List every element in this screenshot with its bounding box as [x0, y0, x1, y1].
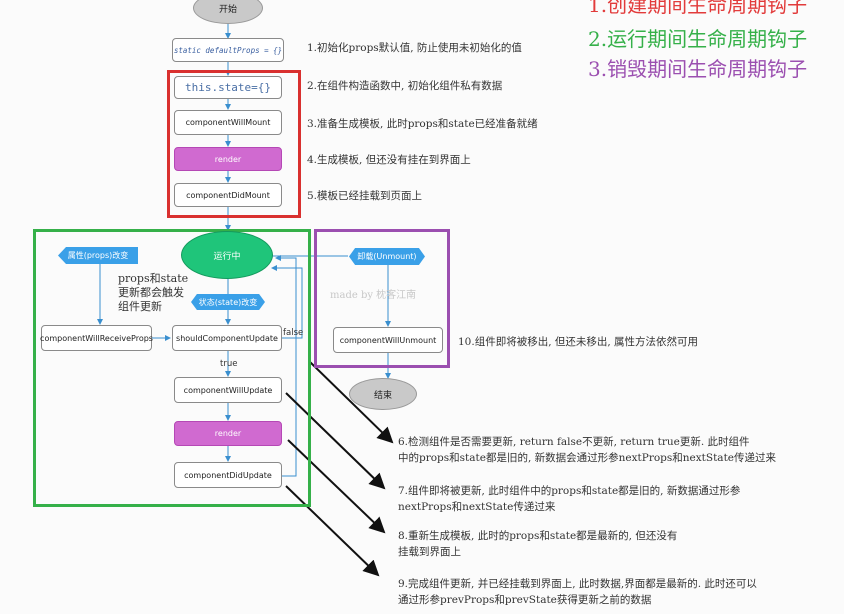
start-node: 开始: [193, 0, 263, 24]
note-2: 2.在组件构造函数中, 初始化组件私有数据: [307, 80, 503, 92]
render-mount-node: render: [174, 147, 282, 171]
running-node: 运行中: [181, 231, 273, 279]
note-9-line2: 通过形参prevProps和prevState获得更新之前的数据: [398, 594, 652, 606]
note-6-line1: 6.检测组件是否需要更新, return false不更新, return tr…: [398, 436, 750, 448]
note-8-line1: 8.重新生成模板, 此时的props和state都是最新的, 但还没有: [398, 530, 678, 542]
legend-destroy: 3.销毁期间生命周期钩子: [588, 57, 808, 81]
watermark: made by 枕客江南: [330, 290, 417, 301]
note-8-line2: 挂载到界面上: [398, 546, 461, 558]
note-1: 1.初始化props默认值, 防止使用未初始化的值: [307, 42, 522, 54]
note-5: 5.模板已经挂载到页面上: [307, 190, 423, 202]
note-6-line2: 中的props和state都是旧的, 新数据会通过形参nextProps和nex…: [398, 452, 777, 464]
end-node: 结束: [349, 378, 417, 410]
component-will-receive-props-node: componentWillReceiveProps: [40, 325, 153, 351]
legend-run: 2.运行期间生命周期钩子: [588, 27, 808, 51]
creation-phase-frame: [167, 70, 301, 218]
component-will-update-node: componentWillUpdate: [174, 377, 282, 403]
note-7-line2: nextProps和nextState传递过来: [398, 501, 556, 513]
note-4: 4.生成模板, 但还没有挂在到界面上: [307, 154, 471, 166]
note-10: 10.组件即将被移出, 但还未移出, 属性方法依然可用: [458, 336, 699, 348]
true-label: true: [220, 359, 238, 369]
props-change-tag: 属性(props)改变: [58, 247, 138, 264]
component-will-mount-node: componentWillMount: [174, 110, 282, 135]
false-label: false: [283, 328, 304, 338]
component-did-mount-node: componentDidMount: [174, 183, 282, 207]
state-change-tag: 状态(state)改变: [191, 294, 265, 310]
destroy-phase-frame: [314, 229, 450, 368]
component-did-update-node: componentDidUpdate: [174, 462, 282, 488]
unmount-tag: 卸载(Unmount): [349, 248, 425, 265]
render-update-node: render: [174, 421, 282, 446]
legend-create: 1.创建期间生命周期钩子: [588, 0, 808, 17]
this-state-node: this.state={}: [174, 76, 282, 99]
component-will-unmount-node: componentWillUnmount: [333, 327, 443, 353]
running-phase-frame: [33, 229, 311, 507]
note-9-line1: 9.完成组件更新, 并已经挂载到界面上, 此时数据,界面都是最新的. 此时还可以: [398, 578, 757, 590]
note-7-line1: 7.组件即将被更新, 此时组件中的props和state都是旧的, 新数据通过形…: [398, 485, 741, 497]
note-3: 3.准备生成模板, 此时props和state已经准备就绪: [307, 118, 538, 130]
props-state-note: props和state 更新都会触发 组件更新: [118, 272, 189, 313]
should-component-update-node: shouldComponentUpdate: [172, 325, 282, 351]
default-props-node: static defaultProps = {}: [172, 38, 284, 62]
